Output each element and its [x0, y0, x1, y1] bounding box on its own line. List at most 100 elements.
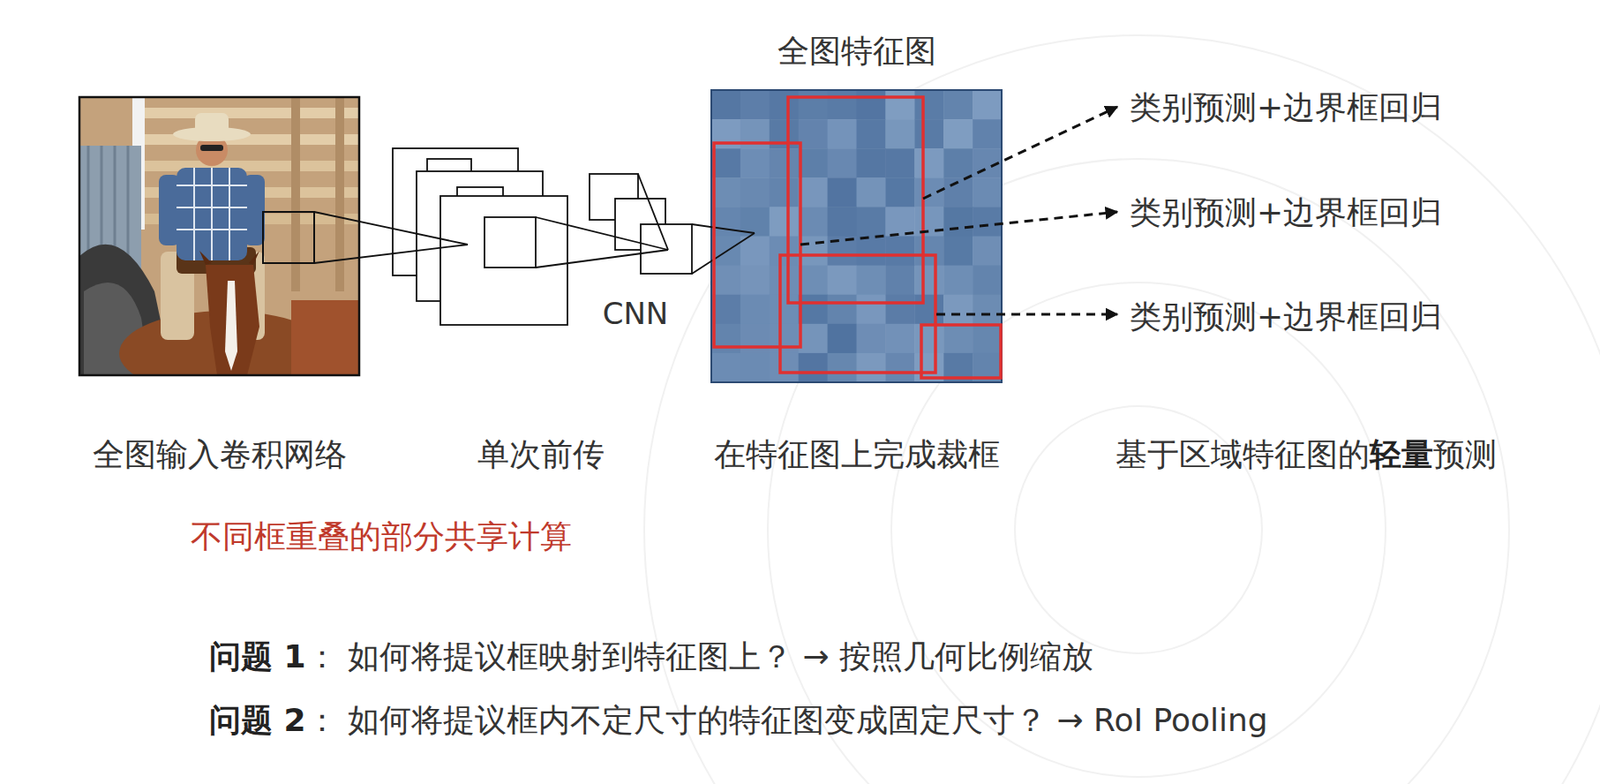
step-caption: 单次前传: [477, 434, 605, 474]
feature-cell: [740, 265, 770, 296]
bold-text: 轻量: [1369, 435, 1434, 473]
feature-cell: [769, 353, 799, 384]
text-run: ： 如何将提议框内不定尺寸的特征图变成固定尺寸？ → RoI Pooling: [306, 701, 1269, 738]
feature-cell: [740, 323, 770, 354]
cnn-stack: [638, 173, 669, 250]
feature-cell: [769, 148, 799, 179]
feature-cell: [798, 323, 828, 354]
input-photo: [79, 97, 360, 376]
feature-cell: [827, 90, 857, 121]
feature-cell: [827, 323, 857, 354]
prediction-arrows: [800, 211, 1118, 245]
feature-cell: [943, 294, 973, 325]
feature-cell: [856, 236, 887, 267]
bold-text: 问题 2: [209, 701, 307, 738]
cnn-to-map-lines: [691, 232, 755, 274]
input-photo: [176, 167, 248, 261]
prediction-text: 类别预测+边界框回归: [1129, 87, 1443, 128]
text-run: 类别预测+边界框回归: [1129, 298, 1443, 335]
feature-cell: [885, 148, 915, 179]
prediction-arrows: [936, 313, 1118, 316]
input-photo: [132, 107, 360, 119]
input-photo: [176, 167, 248, 261]
proposal-boxes: [780, 255, 936, 373]
input-photo: [199, 250, 212, 265]
text-run: 单次前传: [477, 435, 605, 473]
feature-cell: [740, 236, 770, 267]
feature-cell: [914, 177, 944, 208]
input-photo: [228, 167, 231, 261]
feature-cell: [798, 265, 828, 296]
feature-cell: [885, 236, 915, 267]
feature-cell: [769, 177, 799, 208]
feature-cell: [711, 353, 741, 384]
feature-cell: [914, 236, 944, 267]
text-run: ： 如何将提议框映射到特征图上？ → 按照几何比例缩放: [306, 638, 1095, 675]
feature-cell: [798, 353, 828, 384]
feature-cell: [798, 294, 828, 325]
feature-cell: [914, 265, 944, 296]
feature-cell: [798, 206, 828, 237]
feature-cell: [943, 90, 973, 121]
feature-cell: [769, 265, 799, 296]
feature-cell: [711, 294, 741, 325]
feature-cell: [711, 265, 741, 296]
feature-cell: [769, 206, 799, 237]
input-photo: [193, 167, 196, 261]
feature-cell: [827, 206, 857, 237]
feature-cell: [943, 265, 973, 296]
map-heading: 全图特征图: [711, 31, 1002, 70]
feature-cell: [943, 119, 973, 150]
feature-cell: [972, 206, 1002, 237]
feature-cell: [798, 90, 828, 121]
feature-cell: [885, 119, 915, 150]
feature-cell: [914, 119, 944, 150]
feature-cell: [856, 90, 887, 121]
text-run: 不同框重叠的部分共享计算: [190, 518, 572, 555]
bold-text: 问题 1: [209, 638, 307, 675]
feature-cell: [827, 177, 857, 208]
prediction-text: 类别预测+边界框回归: [1129, 296, 1443, 337]
feature-cell: [856, 206, 887, 237]
feature-cell: [740, 294, 770, 325]
feature-cell: [914, 206, 944, 237]
feature-cell: [711, 177, 741, 208]
feature-cell: [856, 265, 887, 296]
input-photo: [335, 97, 345, 292]
text-run: 预测: [1433, 435, 1497, 473]
feature-cell: [711, 323, 741, 354]
feature-cell: [798, 236, 828, 267]
feature-map-border: [711, 90, 1002, 383]
step-caption: 在特征图上完成裁框: [713, 434, 1000, 474]
feature-cell: [740, 353, 770, 384]
feature-cell: [972, 323, 1002, 354]
prediction-arrows: [800, 106, 1118, 315]
text-run: 在特征图上完成裁框: [713, 435, 1000, 473]
feature-cell: [914, 323, 944, 354]
feature-cell: [885, 323, 915, 354]
prediction-arrows: [923, 106, 1118, 199]
cnn-to-map-lines: [691, 224, 755, 274]
feature-cell: [798, 148, 828, 179]
text-run: CNN: [602, 295, 669, 331]
feature-cell: [856, 119, 887, 150]
feature-cell: [740, 148, 770, 179]
feature-cell: [885, 177, 915, 208]
text-run: 类别预测+边界框回归: [1129, 89, 1443, 126]
text-run: 类别预测+边界框回归: [1129, 194, 1443, 231]
feature-cell: [827, 265, 857, 296]
input-photo: [79, 97, 360, 376]
text-run: 全图输入卷积网络: [92, 435, 347, 473]
prediction-text: 类别预测+边界框回归: [1129, 192, 1443, 233]
input-photo: [200, 144, 224, 151]
feature-cell: [856, 148, 887, 179]
text-run: 基于区域特征图的: [1115, 435, 1370, 473]
feature-cell: [943, 323, 973, 354]
feature-cell: [972, 265, 1002, 296]
layer-label: CNN: [602, 294, 669, 333]
feature-cell: [827, 353, 857, 384]
question-line: 问题 2： 如何将提议框内不定尺寸的特征图变成固定尺寸？ → RoI Pooli…: [209, 699, 1269, 740]
feature-cell: [943, 177, 973, 208]
cnn-stack: [440, 195, 568, 325]
